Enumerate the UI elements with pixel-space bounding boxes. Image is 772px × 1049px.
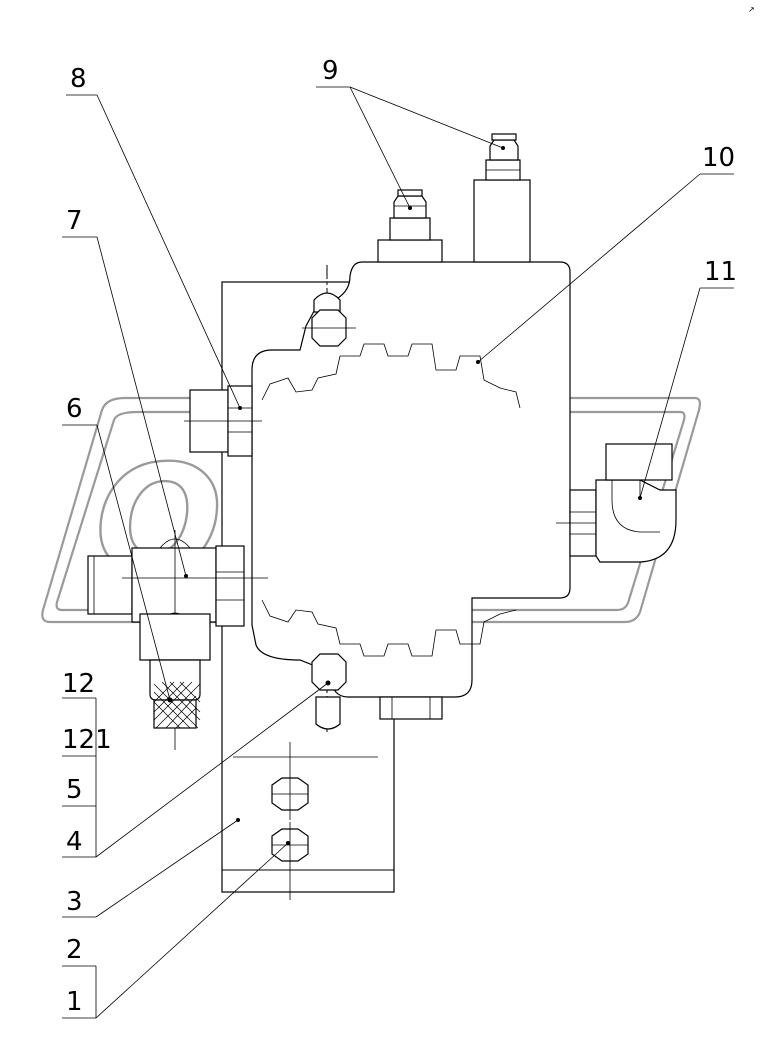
body-bottom-port [379, 696, 443, 720]
callout-label-3: 3 [66, 887, 83, 917]
callout-label-7: 7 [66, 206, 83, 236]
body-lug-top [313, 292, 341, 313]
callout-label-6: 6 [66, 394, 83, 424]
callout-label-2: 2 [66, 935, 83, 965]
callout-label-1: 1 [66, 987, 83, 1017]
top-fitting-right [473, 133, 531, 263]
callout-label-8: 8 [70, 64, 87, 94]
callout-label-10: 10 [702, 143, 735, 173]
top-fitting-left [377, 189, 443, 263]
left-port-fitting [184, 385, 262, 457]
corner-mark: ↗ [748, 5, 755, 14]
plate-bolt-lower [271, 822, 309, 900]
leader-lines [62, 86, 734, 1019]
callout-label-12: 12 [62, 669, 95, 699]
body-bolt-bottom [311, 653, 347, 730]
callout-label-9: 9 [322, 56, 339, 86]
callout-label-11: 11 [704, 257, 737, 287]
right-elbow-fitting [556, 443, 677, 563]
valve-body [251, 261, 571, 698]
plate-bolt-upper [271, 742, 309, 820]
callout-label-4: 4 [66, 827, 83, 857]
callout-label-5: 5 [66, 775, 83, 805]
callout-label-121: 121 [62, 725, 112, 755]
left-cartridge [87, 530, 268, 750]
body-bolt-top [302, 309, 356, 347]
